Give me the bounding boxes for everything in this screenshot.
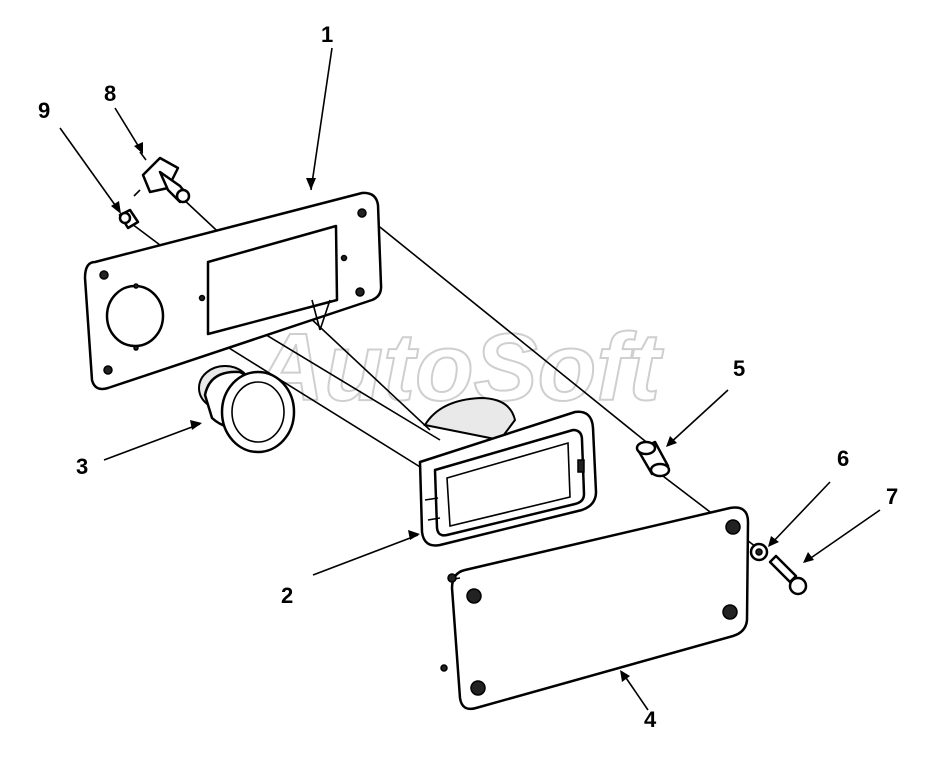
part-5-spacer [635,440,671,478]
callout-2: 2 [281,583,293,608]
part-4-cover-plate [440,506,750,711]
callout-7: 7 [886,484,898,509]
leader-lines [59,47,881,711]
part-8-bulb [133,151,191,204]
callout-9: 9 [38,98,50,123]
callout-5: 5 [733,356,745,381]
callout-8: 8 [104,81,116,106]
part-3-round-lamp [198,365,296,454]
callout-4: 4 [644,707,657,732]
callout-1: 1 [321,22,333,47]
part-2-rectangular-lamp [418,396,598,547]
part-6-washer [749,542,769,562]
part-9-small-bulb [118,208,140,230]
part-7-screw [768,554,808,596]
callout-3: 3 [76,454,88,479]
callout-labels: 1 2 3 4 5 6 7 8 9 [38,22,898,732]
callout-6: 6 [837,446,849,471]
part-1-mounting-plate [83,191,383,391]
